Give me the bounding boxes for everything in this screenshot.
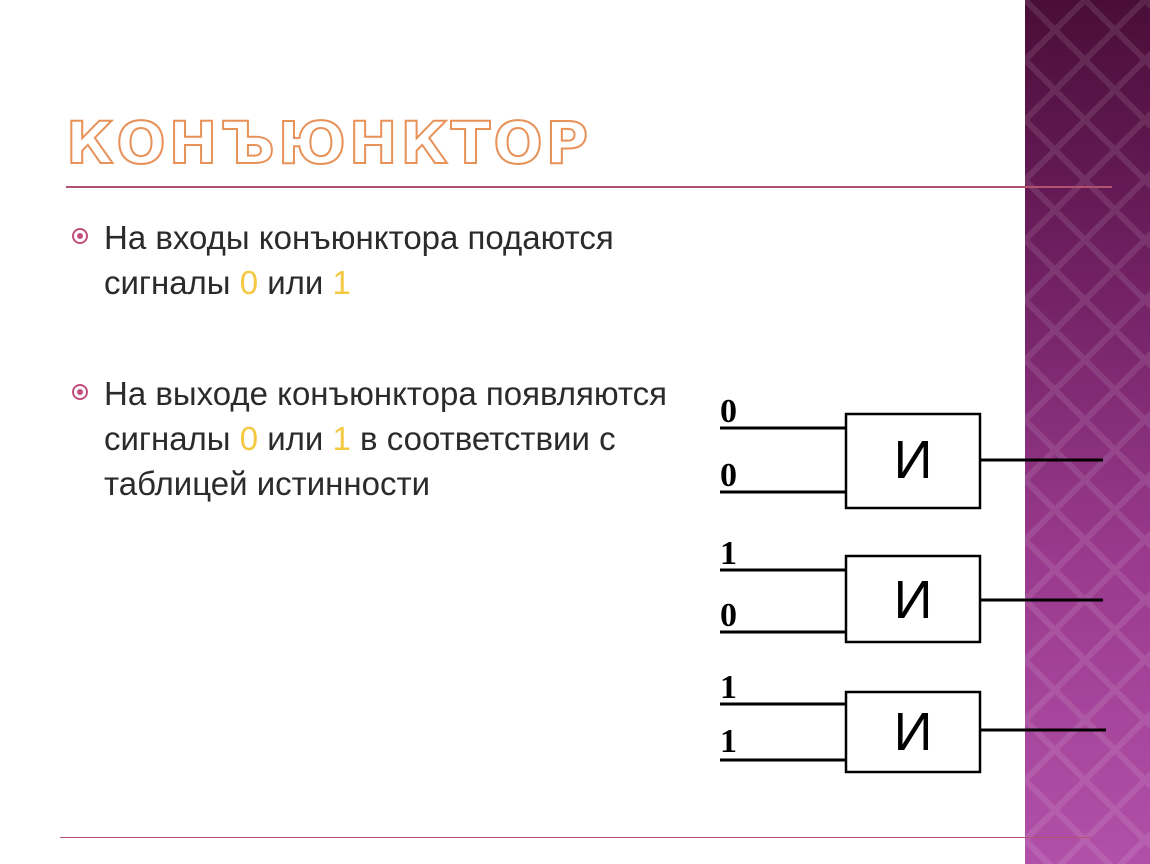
gate-2-input-2-label: 0	[720, 597, 737, 634]
title-divider	[66, 186, 1112, 188]
bullet-item-output: На выходе конъюнктора появляются сигналы…	[72, 371, 712, 506]
footer-divider	[60, 837, 1092, 838]
gate-1-label: И	[894, 430, 933, 490]
gate-1-input-2-label: 0	[720, 457, 737, 494]
and-gate-2: 1 0 И	[720, 535, 1103, 644]
gate-2-box	[844, 554, 982, 644]
signal-one: 1	[332, 264, 351, 301]
and-gate-diagram: 0 0 И 1 0 И 1 1 И	[720, 393, 1106, 774]
gate-3-input-2-label: 1	[720, 723, 737, 760]
bullet-item-inputs: На входы конъюнктора подаются сигналы 0 …	[72, 215, 712, 305]
decorative-sidebar	[1025, 0, 1150, 864]
gate-1-input-1-label: 0	[720, 393, 737, 430]
signal-one: 1	[332, 420, 351, 457]
sidebar-pattern	[1025, 0, 1150, 864]
bullet-circle-icon	[72, 228, 88, 244]
bullet-circle-icon	[72, 384, 88, 400]
slide-title: Конъюнктор	[65, 108, 592, 178]
gate-3-label: И	[894, 702, 933, 762]
bullet-text: или	[258, 420, 333, 457]
signal-zero: 0	[239, 264, 259, 301]
bullet-list: На входы конъюнктора подаются сигналы 0 …	[72, 215, 712, 506]
and-gate-3: 1 1 И	[720, 669, 1106, 774]
gate-2-label: И	[894, 570, 933, 630]
signal-zero: 0	[239, 420, 259, 457]
bullet-text: На выходе конъюнктора появляются сигналы	[104, 375, 668, 457]
gate-3-box	[844, 690, 982, 774]
bullet-text: в соответствии с таблицей истинности	[104, 420, 616, 502]
bullet-text: или	[258, 264, 333, 301]
bullet-text: На входы конъюнктора подаются сигналы	[104, 219, 614, 301]
and-gate-1: 0 0 И	[720, 393, 1103, 510]
gate-2-input-1-label: 1	[720, 535, 737, 572]
gate-3-input-1-label: 1	[720, 669, 737, 706]
gate-1-box	[844, 412, 982, 510]
